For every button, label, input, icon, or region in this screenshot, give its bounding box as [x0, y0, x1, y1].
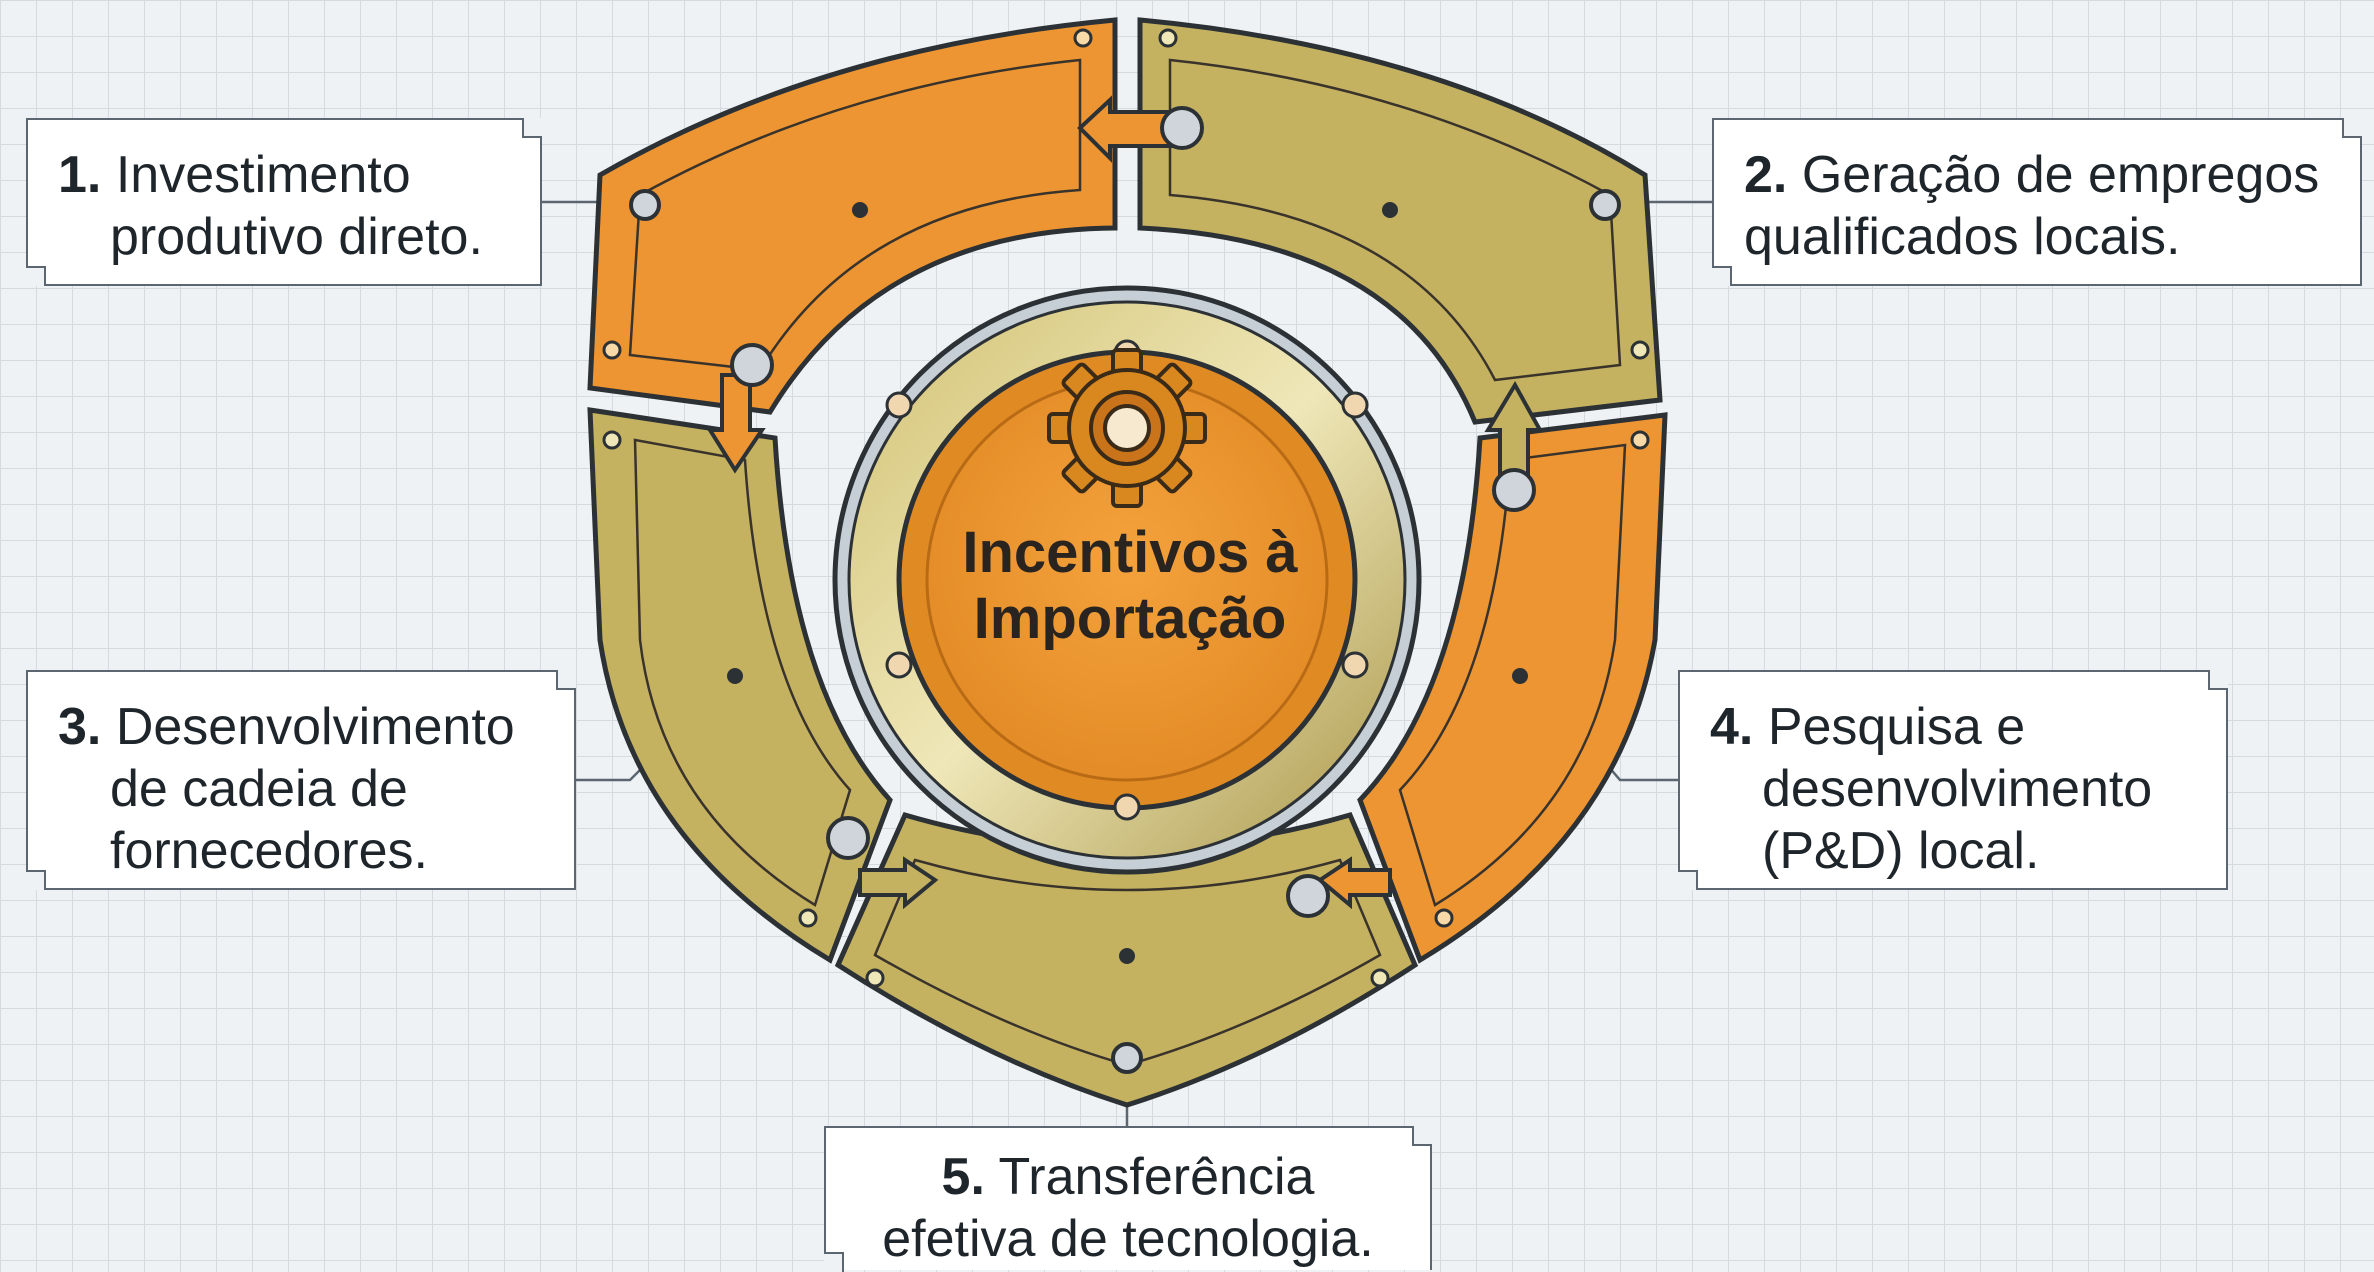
- arrow-5-to-3: [858, 856, 939, 910]
- center-title-line2: Importação: [973, 586, 1287, 651]
- callout-1: 1. Investimento produtivo direto.: [26, 118, 542, 286]
- arrow-4-to-5: [1316, 856, 1392, 910]
- callout-3-line2: de cadeia de: [110, 760, 408, 818]
- flow-arrows: [706, 95, 1544, 918]
- callout-4-number: 4.: [1710, 698, 1754, 756]
- callout-4-line3: (P&D) local.: [1762, 822, 2040, 880]
- callout-2-line1: Geração de empregos: [1801, 146, 2320, 204]
- segment-4: [1357, 412, 1668, 964]
- segment-2: [1137, 17, 1663, 425]
- callout-5-line2: efetiva de tecnologia.: [882, 1210, 1374, 1268]
- segment-1: [587, 17, 1118, 415]
- callout-2-line2: qualificados locais.: [1744, 208, 2181, 266]
- callout-2-number: 2.: [1744, 146, 1788, 204]
- callout-5: 5. Transferência efetiva de tecnologia.: [824, 1126, 1432, 1272]
- callout-1-number: 1.: [58, 146, 102, 204]
- callout-4-line1: Pesquisa e: [1767, 698, 2026, 756]
- callout-3-line3: fornecedores.: [110, 822, 428, 880]
- callout-2: 2. Geração de empregos qualificados loca…: [1712, 118, 2362, 286]
- segment-3: [587, 407, 893, 964]
- callout-5-number: 5.: [941, 1148, 985, 1206]
- center-title-line1: Incentivos à: [962, 520, 1298, 585]
- callout-3-line1: Desenvolvimento: [115, 698, 515, 756]
- callout-5-line1: Transferência: [998, 1148, 1315, 1206]
- callout-3: 3. Desenvolvimento de cadeia de forneced…: [26, 670, 576, 890]
- callout-4: 4. Pesquisa e desenvolvimento (P&D) loca…: [1678, 670, 2228, 890]
- callout-3-number: 3.: [58, 698, 102, 756]
- callout-1-line1: Investimento: [115, 146, 411, 204]
- callout-1-line2: produtivo direto.: [110, 208, 483, 266]
- center-rivets: [885, 339, 1369, 821]
- gear-icon: [1047, 348, 1207, 508]
- center-title: Incentivos à Importação: [930, 520, 1330, 652]
- callout-4-line2: desenvolvimento: [1762, 760, 2153, 818]
